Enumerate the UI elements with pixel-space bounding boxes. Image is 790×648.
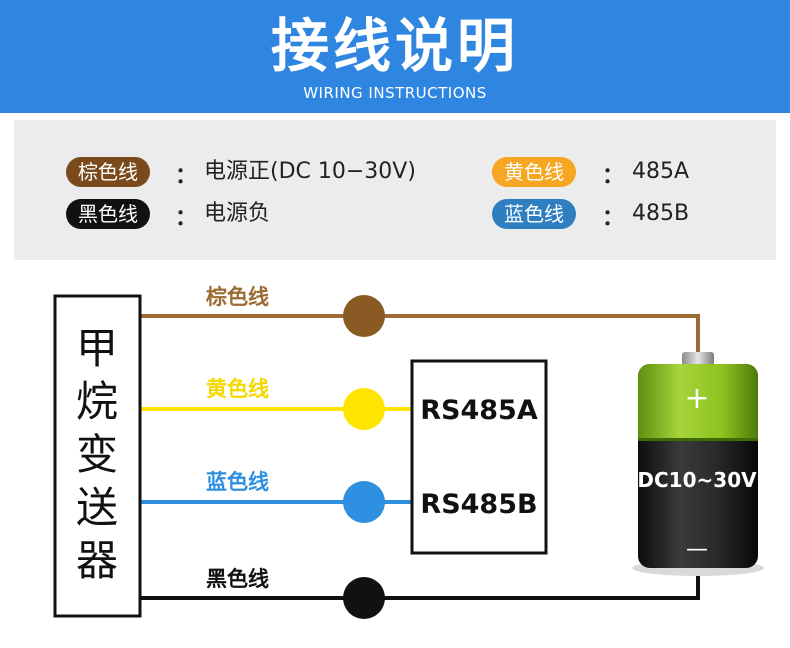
page-subtitle: WIRING INSTRUCTIONS [303,84,487,102]
header-banner: 接线说明 WIRING INSTRUCTIONS [0,0,790,113]
battery-plus-sign: + [684,381,709,416]
battery-minus-sign: — [686,537,708,562]
rs485a-label: RS485A [420,395,538,426]
legend-colon: ： [602,206,625,231]
legend-desc-power-positive: 电源正(DC 10−30V) [204,159,416,184]
transmitter-label-char: 变 [76,430,118,479]
battery-voltage-label: DC10~30V [637,468,757,492]
yellow-terminal-dot [343,388,385,430]
brown-terminal-dot [343,295,385,337]
transmitter-label-char: 送 [76,483,118,532]
blue-terminal-dot [343,481,385,523]
legend-desc-485b: 485B [632,201,690,226]
brown-wire [140,314,700,358]
black-wire [140,568,700,600]
legend-pill-black: 黑色线 [66,199,150,229]
rs485b-label: RS485B [420,489,537,520]
black-terminal-dot [343,577,385,619]
brown-wire-label: 棕色线 [206,285,269,309]
transmitter-label-char: 器 [76,536,118,585]
legend-colon: ： [175,164,198,189]
wiring-legend [14,120,776,260]
methane-transmitter-box [53,294,142,618]
legend-pill-yellow: 黄色线 [492,157,576,187]
legend-pill-blue: 蓝色线 [492,199,576,229]
legend-colon: ： [175,206,198,231]
page-title: 接线说明 [270,12,519,80]
legend-desc-power-negative: 电源负 [204,201,271,226]
yellow-wire-label: 黄色线 [206,377,269,401]
battery-icon [632,352,764,576]
transmitter-label-char: 甲 [76,324,118,373]
legend-desc-485a: 485A [632,159,690,184]
blue-wire-label: 蓝色线 [206,470,269,494]
legend-colon: ： [602,164,625,189]
black-wire-label: 黑色线 [206,567,269,591]
transmitter-label-char: 烷 [76,377,118,426]
rs485-module-box [410,359,548,555]
legend-pill-brown: 棕色线 [66,157,150,187]
